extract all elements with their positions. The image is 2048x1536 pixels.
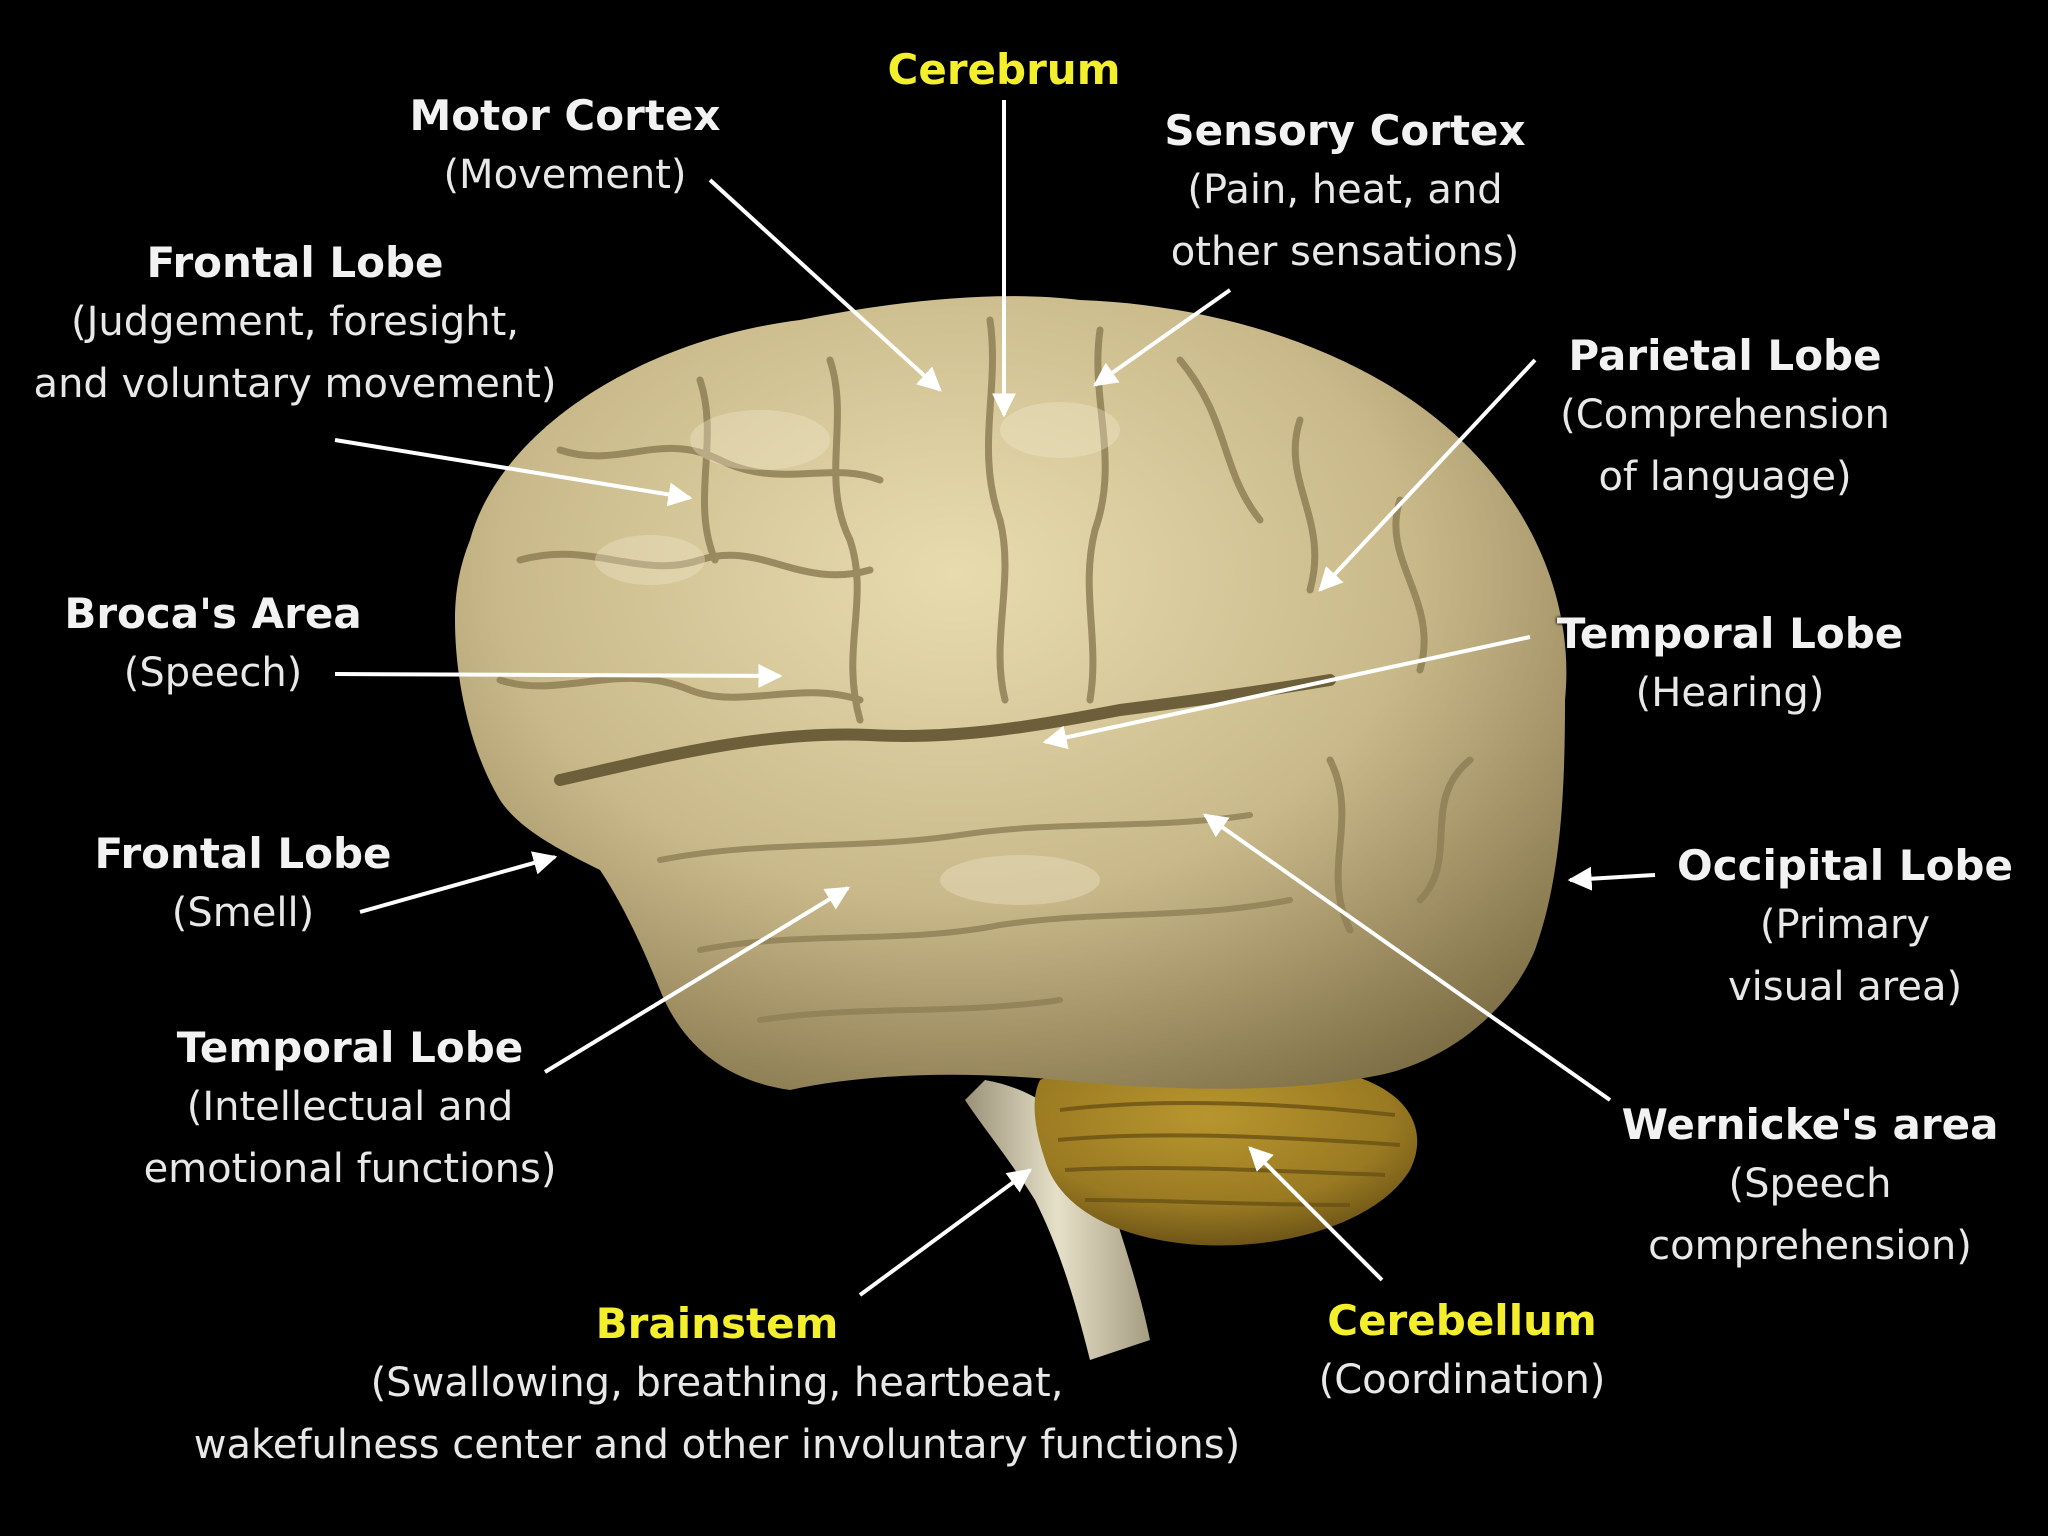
label-temporal-lobe-intellect: Temporal Lobe (Intellectual and emotiona… (144, 1020, 557, 1200)
label-title: Parietal Lobe (1568, 331, 1882, 380)
arrow-brainstem (858, 1168, 1032, 1297)
label-desc: (Comprehension (1560, 392, 1890, 438)
label-title: Temporal Lobe (176, 1023, 524, 1072)
arrow-temporal-lobe-hearing (1042, 635, 1531, 750)
arrow-motor-cortex (708, 178, 942, 392)
arrow-parietal-lobe (1318, 358, 1537, 592)
brainstem-shape (965, 1080, 1150, 1360)
label-desc: wakefulness center and other involuntary… (193, 1422, 1241, 1468)
label-desc: (Movement) (443, 152, 687, 198)
label-brocas-area: Broca's Area (Speech) (64, 586, 361, 704)
label-desc: (Coordination) (1318, 1357, 1606, 1403)
label-temporal-lobe-hearing: Temporal Lobe (Hearing) (1557, 606, 1903, 724)
label-desc: (Speech) (123, 650, 303, 696)
arrow-cerebellum (1248, 1146, 1384, 1282)
label-title: Cerebellum (1327, 1296, 1597, 1345)
label-wernickes-area: Wernicke's area (Speech comprehension) (1622, 1097, 1999, 1277)
arrow-frontal-lobe-judgement (334, 438, 693, 507)
label-sensory-cortex: Sensory Cortex (Pain, heat, and other se… (1164, 103, 1525, 283)
label-frontal-lobe-judgement: Frontal Lobe (Judgement, foresight, and … (34, 235, 557, 415)
arrow-frontal-lobe-smell (359, 851, 558, 914)
label-desc: (Speech (1728, 1161, 1892, 1207)
label-title: Cerebrum (887, 45, 1121, 94)
label-occipital-lobe: Occipital Lobe (Primary visual area) (1677, 838, 2013, 1018)
label-title: Frontal Lobe (146, 238, 444, 287)
arrow-sensory-cortex (1093, 288, 1232, 387)
arrow-temporal-lobe-intellect (543, 886, 851, 1074)
label-parietal-lobe: Parietal Lobe (Comprehension of language… (1560, 328, 1890, 508)
label-desc: (Smell) (171, 890, 315, 936)
arrow-brocas-area (334, 663, 783, 688)
label-desc: visual area) (1727, 964, 1963, 1010)
arrow-wernickes-area (1203, 813, 1612, 1102)
label-title: Motor Cortex (409, 91, 721, 140)
label-desc: (Hearing) (1635, 670, 1825, 716)
label-desc: comprehension) (1648, 1223, 1972, 1269)
label-desc: (Swallowing, breathing, heartbeat, (370, 1360, 1064, 1406)
label-title: Broca's Area (64, 589, 362, 638)
label-title: Wernicke's area (1621, 1100, 1999, 1149)
label-title: Temporal Lobe (1556, 609, 1904, 658)
arrow-occipital-lobe (1567, 866, 1656, 891)
label-desc: (Primary (1759, 902, 1931, 948)
label-title: Frontal Lobe (94, 829, 392, 878)
label-cerebellum: Cerebellum (Coordination) (1319, 1293, 1606, 1411)
label-desc: (Judgement, foresight, (70, 299, 520, 345)
label-desc: other sensations) (1170, 229, 1520, 275)
label-brainstem: Brainstem (Swallowing, breathing, heartb… (194, 1296, 1240, 1476)
label-cerebrum: Cerebrum (888, 42, 1121, 98)
label-desc: (Intellectual and (186, 1084, 514, 1130)
label-motor-cortex: Motor Cortex (Movement) (410, 88, 721, 206)
label-desc: emotional functions) (143, 1146, 557, 1192)
label-title: Brainstem (595, 1299, 839, 1348)
label-desc: and voluntary movement) (33, 361, 557, 407)
label-title: Sensory Cortex (1164, 106, 1526, 155)
label-title: Occipital Lobe (1677, 841, 2013, 890)
label-desc: of language) (1598, 454, 1852, 500)
cerebrum-shape (455, 296, 1567, 1090)
label-frontal-lobe-smell: Frontal Lobe (Smell) (94, 826, 391, 944)
label-desc: (Pain, heat, and (1187, 167, 1503, 213)
